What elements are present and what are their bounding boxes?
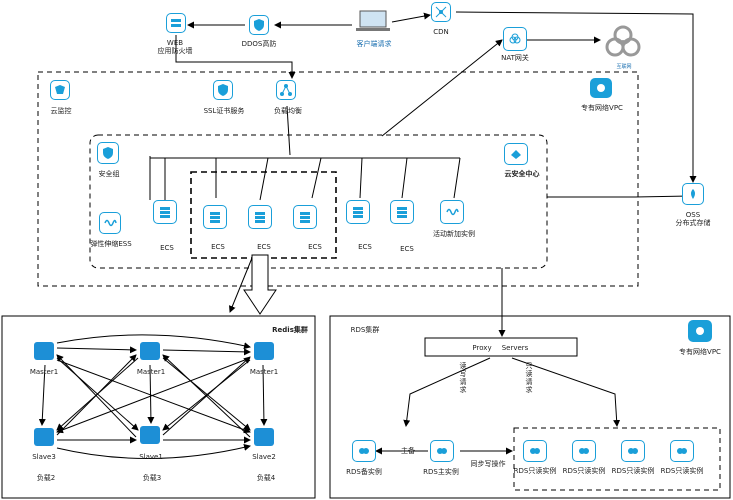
rds-readonly-icon[interactable] bbox=[523, 440, 547, 462]
ess-icon[interactable] bbox=[99, 212, 121, 234]
redis-master-icon[interactable] bbox=[254, 342, 274, 360]
rds-main-label: RDS主实例 bbox=[423, 468, 459, 476]
load-label: 负载3 bbox=[142, 474, 162, 482]
slave-label: Slave3 bbox=[32, 453, 56, 461]
ecs-icon[interactable] bbox=[346, 200, 370, 224]
redis-slave-icon[interactable] bbox=[254, 428, 274, 446]
load-label: 负载4 bbox=[256, 474, 276, 482]
oss-icon[interactable] bbox=[682, 183, 704, 205]
cdn-label: CDN bbox=[433, 28, 449, 36]
load-balancer-icon[interactable] bbox=[276, 80, 296, 100]
redis-master-icon[interactable] bbox=[140, 342, 160, 360]
ecs-icon[interactable] bbox=[390, 200, 414, 224]
ssl-icon[interactable] bbox=[213, 80, 233, 100]
nat-gateway-icon[interactable] bbox=[503, 27, 527, 51]
rds-readonly-label: RDS只读实例 bbox=[513, 467, 557, 475]
slave-label: Slave1 bbox=[139, 453, 163, 461]
load-label: 负载2 bbox=[36, 474, 56, 482]
security-center-icon[interactable] bbox=[504, 143, 528, 165]
ro-request-label: 只 读 请 求 bbox=[525, 362, 533, 394]
secgroup-label: 安全组 bbox=[98, 170, 120, 178]
cdn-icon[interactable] bbox=[431, 2, 451, 22]
proxy-label: Proxy bbox=[472, 344, 492, 352]
rds-readonly-label: RDS只读实例 bbox=[562, 467, 606, 475]
laptop-icon[interactable] bbox=[355, 9, 391, 33]
ess-label: 弹性伸缩ESS bbox=[90, 240, 132, 248]
redis-slave-icon[interactable] bbox=[140, 426, 160, 444]
master-label: Master1 bbox=[136, 368, 166, 376]
ecs-icon[interactable] bbox=[203, 205, 227, 229]
oss-label: OSS 分布式存储 bbox=[675, 211, 711, 227]
client-label: 客户端请求 bbox=[356, 40, 392, 48]
monitor-label: 云监控 bbox=[50, 107, 72, 115]
ecs-label: ECS bbox=[400, 245, 414, 253]
rds-readonly-icon[interactable] bbox=[572, 440, 596, 462]
new-instance-icon[interactable] bbox=[440, 200, 464, 224]
vpc-label: 专有网络VPC bbox=[679, 348, 721, 356]
servers-label: Servers bbox=[501, 344, 529, 352]
ecs-label: ECS bbox=[160, 244, 174, 252]
vpc-icon[interactable] bbox=[590, 78, 612, 98]
ecs-label: ECS bbox=[308, 243, 322, 251]
rds-readonly-icon[interactable] bbox=[670, 440, 694, 462]
rds-readonly-icon[interactable] bbox=[621, 440, 645, 462]
master-label: Master1 bbox=[249, 368, 279, 376]
rds-backup-label: RDS备实例 bbox=[346, 468, 382, 476]
redis-cluster-title: Redis集群 bbox=[272, 326, 308, 334]
vpc-label: 专有网络VPC bbox=[581, 104, 623, 112]
master-backup-label: 主备 bbox=[401, 447, 415, 455]
waf-label: WEB 应用防火墙 bbox=[157, 39, 193, 55]
ecs-icon[interactable] bbox=[153, 200, 177, 224]
ssl-label: SSL证书服务 bbox=[203, 107, 245, 115]
rds-readonly-label: RDS只读实例 bbox=[660, 467, 704, 475]
security-group-icon[interactable] bbox=[97, 142, 119, 164]
redis-master-icon[interactable] bbox=[34, 342, 54, 360]
ecs-label: ECS bbox=[211, 243, 225, 251]
rds-icon[interactable] bbox=[430, 440, 454, 462]
sec-center-label: 云安全中心 bbox=[504, 170, 540, 178]
slb-label: 负载均衡 bbox=[274, 107, 302, 115]
ecs-label: ECS bbox=[257, 243, 271, 251]
internet-biohazard-icon bbox=[603, 24, 643, 60]
waf-icon[interactable] bbox=[166, 13, 186, 33]
master-label: Master1 bbox=[29, 368, 59, 376]
rds-cluster-title: RDS集群 bbox=[350, 326, 380, 334]
vpc-icon[interactable] bbox=[688, 320, 712, 342]
nat-label: NAT网关 bbox=[501, 54, 529, 62]
internet-label: 互联网 bbox=[616, 64, 632, 70]
ecs-icon[interactable] bbox=[248, 205, 272, 229]
rw-request-label: 读 写 请 求 bbox=[459, 362, 467, 394]
new-instance-label: 活动新加实例 bbox=[433, 230, 475, 238]
redis-slave-icon[interactable] bbox=[34, 428, 54, 446]
rds-icon[interactable] bbox=[352, 440, 376, 462]
slave-label: Slave2 bbox=[252, 453, 276, 461]
ecs-icon[interactable] bbox=[293, 205, 317, 229]
ddos-label: DDOS高防 bbox=[241, 40, 277, 48]
sync-label: 同步写操作 bbox=[470, 460, 506, 468]
shield-icon[interactable] bbox=[249, 15, 269, 35]
monitor-icon[interactable] bbox=[50, 80, 70, 100]
ecs-label: ECS bbox=[358, 243, 372, 251]
rds-readonly-label: RDS只读实例 bbox=[611, 467, 655, 475]
